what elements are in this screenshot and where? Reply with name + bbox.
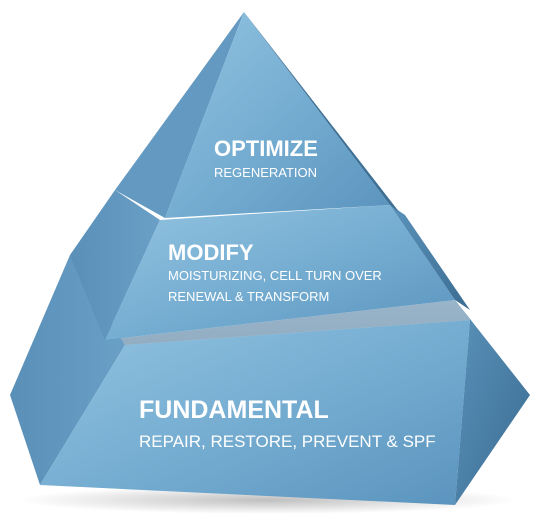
tier-fundamental-right-face [455, 300, 530, 505]
tier-fundamental-top-band [70, 255, 470, 345]
tier-optimize [115, 12, 400, 218]
tier-optimize-title: OPTIMIZE [214, 136, 318, 161]
tier-modify-front-face [105, 205, 455, 340]
tier-optimize-front-face [165, 12, 390, 218]
tier-modify-right-face [390, 205, 470, 310]
tier-modify-title: MODIFY [168, 240, 254, 265]
tier-fundamental-line-1: REPAIR, RESTORE, PREVENT & SPF [139, 432, 436, 451]
tier-modify [70, 190, 470, 340]
tier-optimize-left-face [115, 12, 244, 218]
tier-optimize-right-face [244, 12, 400, 213]
tier-optimize-line-1: REGENERATION [214, 165, 317, 180]
tier-modify-line-2: RENEWAL & TRANSFORM [168, 289, 329, 304]
tier-fundamental-front-face [40, 320, 470, 505]
tier-modify-line-1: MOISTURIZING, CELL TURN OVER [168, 268, 382, 283]
tier-fundamental-title: FUNDAMENTAL [139, 396, 329, 424]
tier-modify-left-face [70, 190, 160, 340]
